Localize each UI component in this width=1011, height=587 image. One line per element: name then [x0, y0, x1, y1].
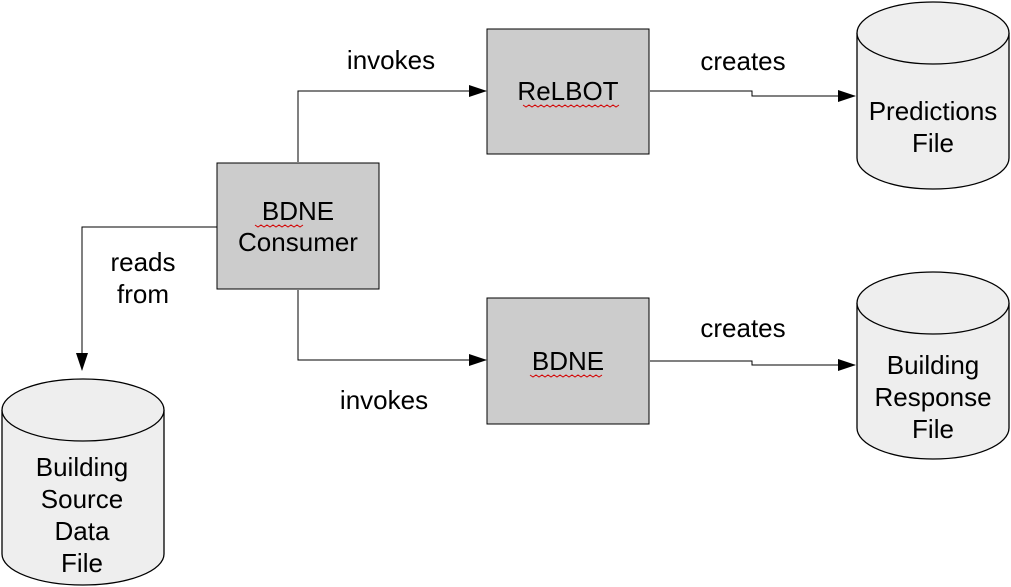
- file-predictions-line-1: Predictions: [869, 96, 998, 126]
- node-relbot-label: ReLBOT: [517, 76, 618, 106]
- edge-relbot-to-predictions: [650, 90, 856, 102]
- edge-label-creates-predictions: creates: [700, 46, 785, 76]
- node-bdne-consumer-line-1: BDNE: [262, 196, 334, 226]
- node-relbot: ReLBOT: [486, 28, 650, 155]
- file-predictions: Predictions File: [856, 1, 1010, 190]
- file-building-response-line-2: Response: [874, 382, 991, 412]
- node-bdne-consumer-line-2: Consumer: [238, 227, 358, 257]
- file-building-source-line-2: Source: [41, 484, 123, 514]
- edge-bdne-to-building-response: [650, 359, 856, 371]
- file-building-response: Building Response File: [856, 271, 1010, 460]
- spellcheck-underline: [522, 104, 620, 108]
- edge-label-invokes-relbot: invokes: [347, 45, 435, 75]
- file-building-source-line-1: Building: [36, 452, 129, 482]
- edge-consumer-to-building-source: [76, 226, 217, 371]
- edge-consumer-to-bdne: [297, 290, 487, 366]
- node-bdne-consumer: BDNE Consumer: [216, 162, 380, 290]
- edge-label-reads-from-line-2: from: [117, 279, 169, 309]
- file-building-source-data: Building Source Data File: [1, 378, 165, 586]
- file-building-response-line-3: File: [912, 414, 954, 444]
- node-bdne-label: BDNE: [532, 346, 604, 376]
- file-building-source-line-3: Data: [55, 516, 110, 546]
- file-building-source-line-4: File: [61, 548, 103, 578]
- file-predictions-line-2: File: [912, 128, 954, 158]
- edge-consumer-to-relbot: [297, 85, 487, 162]
- node-bdne: BDNE: [486, 297, 650, 425]
- edge-label-reads-from-line-1: reads: [110, 247, 175, 277]
- edge-label-invokes-bdne: invokes: [340, 385, 428, 415]
- edge-label-creates-building-response: creates: [700, 313, 785, 343]
- spellcheck-underline: [254, 224, 304, 228]
- file-building-response-line-1: Building: [887, 350, 980, 380]
- spellcheck-underline: [529, 374, 603, 378]
